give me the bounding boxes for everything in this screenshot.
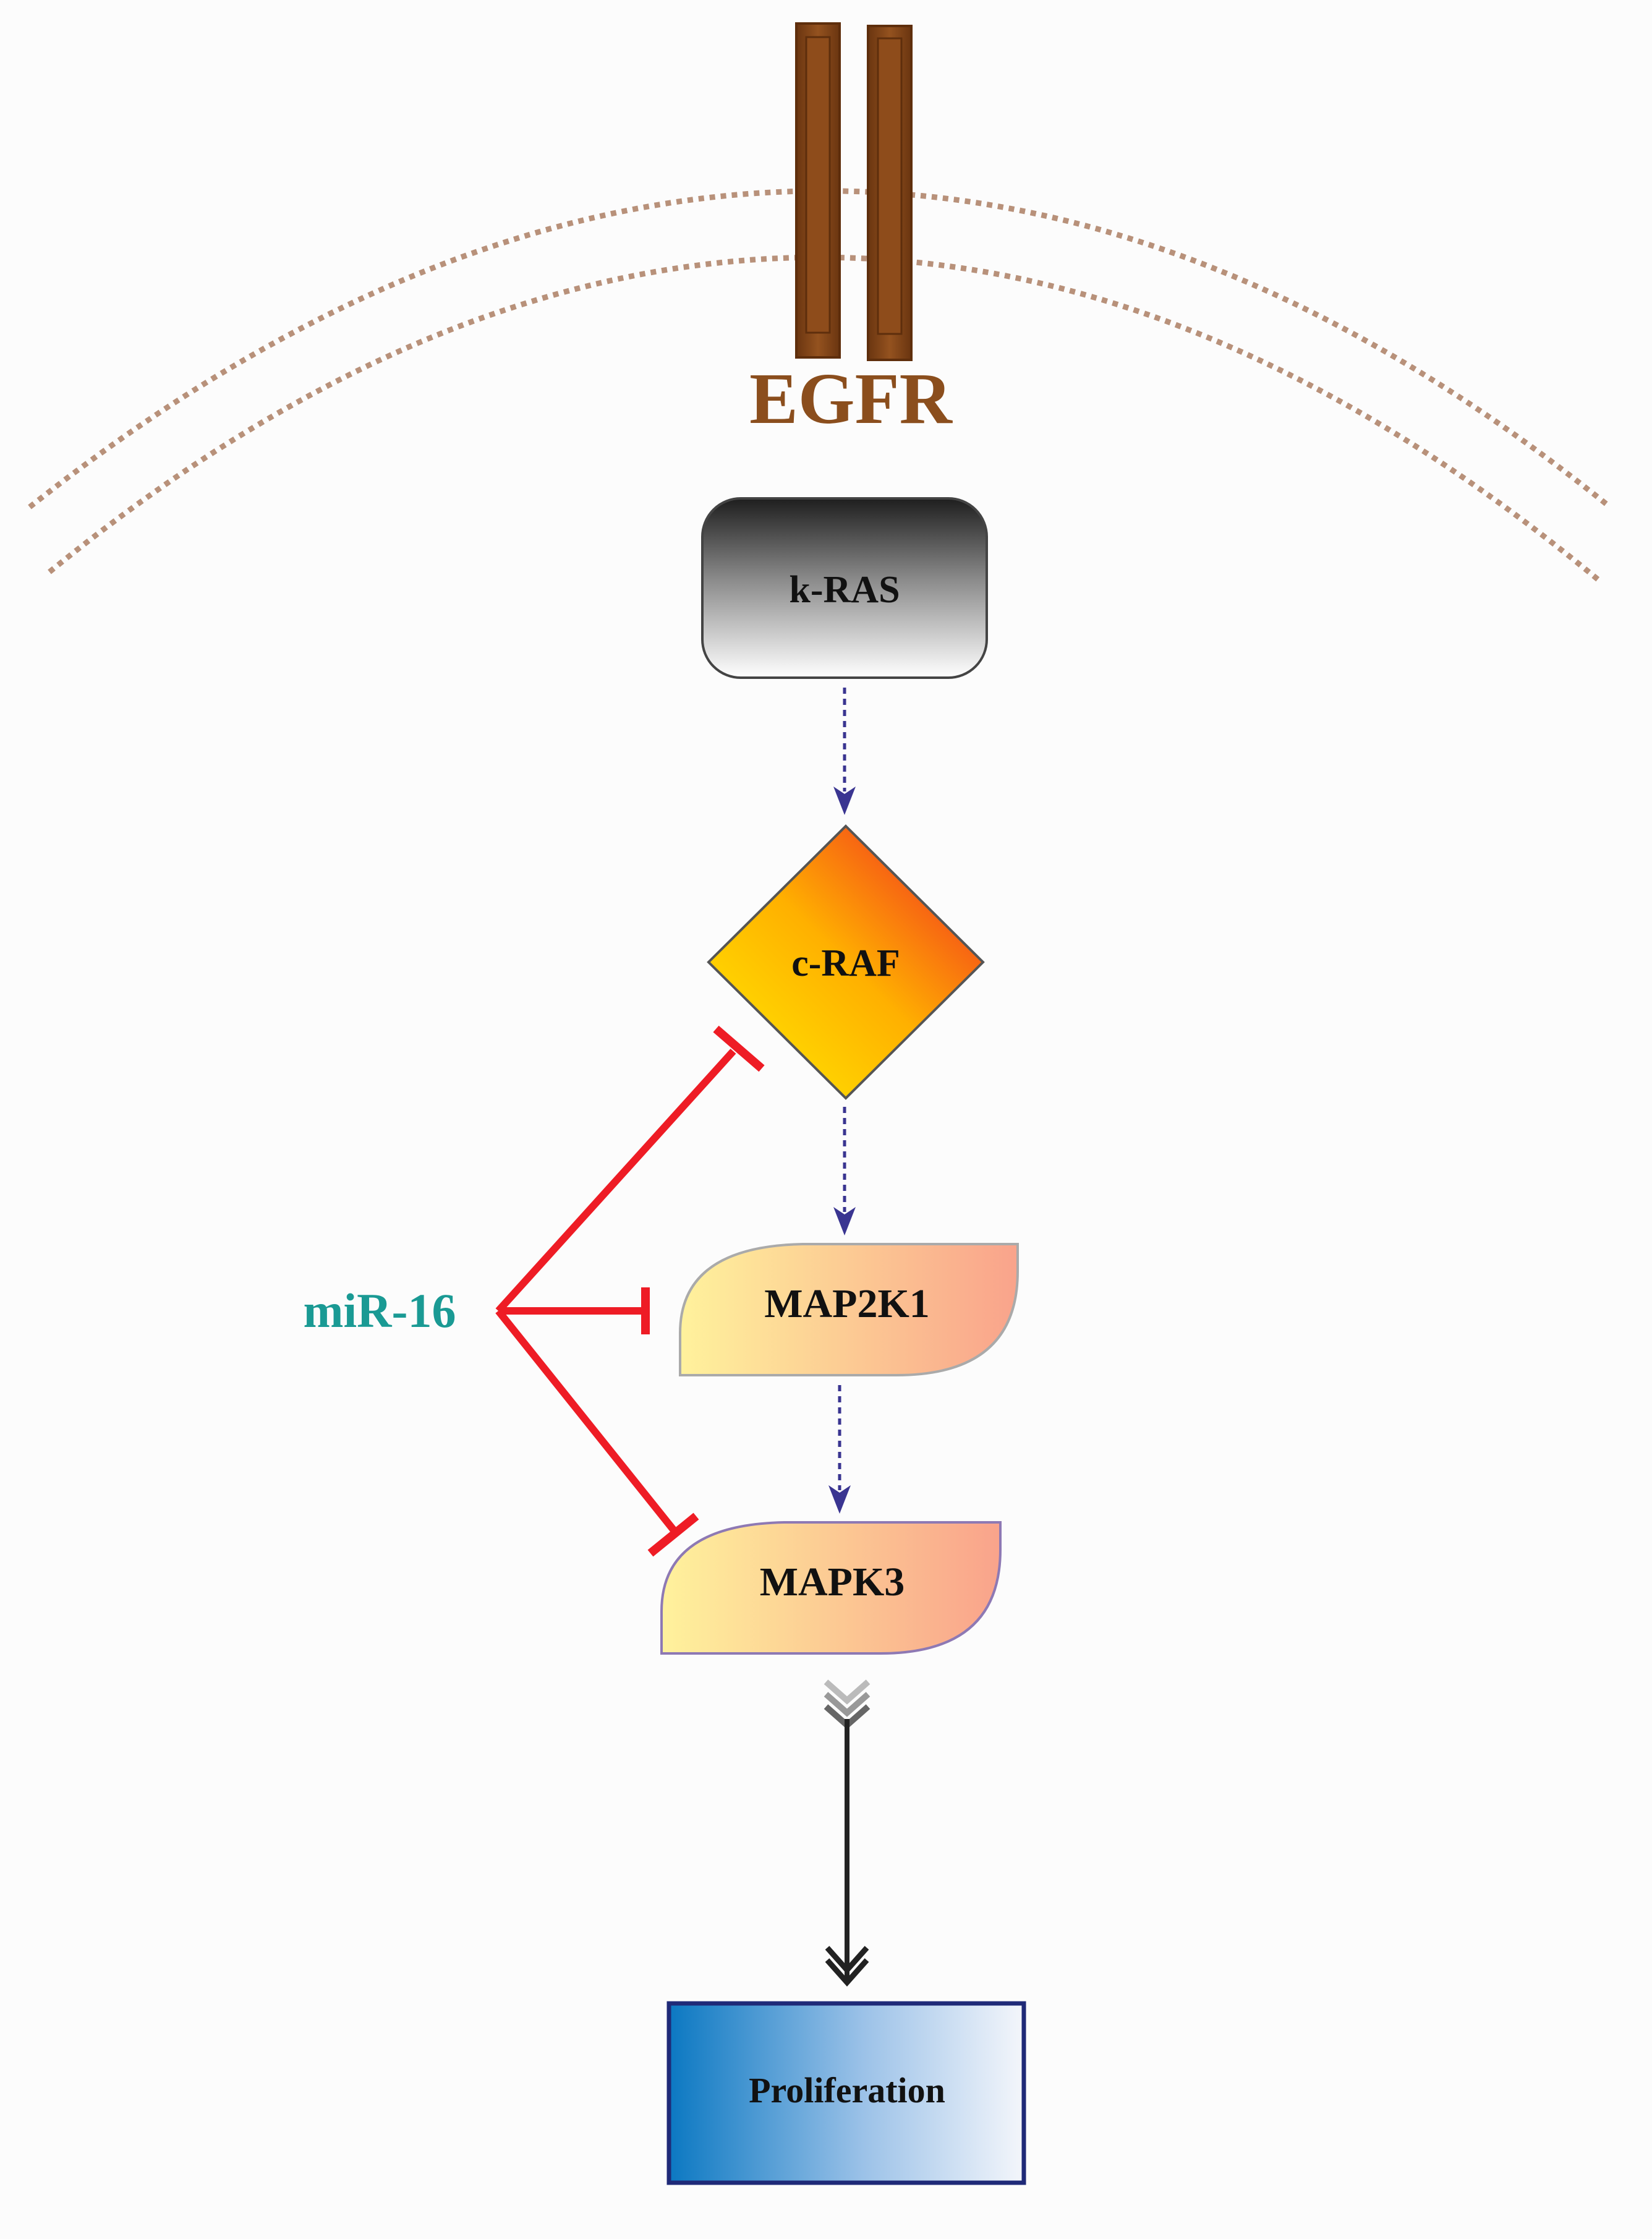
egfr-receptor [795, 22, 913, 361]
arrowhead-proliferation [825, 1946, 869, 1987]
egfr-label: EGFR [749, 358, 953, 439]
arrowhead-kras-to-craf [833, 787, 856, 815]
kras-node [701, 497, 988, 679]
arrowhead-map2k1-to-mapk3 [828, 1485, 851, 1514]
map2k1-label: MAP2K1 [764, 1281, 930, 1326]
craf-label: c-RAF [791, 942, 900, 984]
mapk3-label: MAPK3 [760, 1559, 905, 1605]
mapk3-node [660, 1521, 1002, 1655]
map2k1-node [679, 1243, 1019, 1376]
inhibition-line-mapk3 [495, 1308, 679, 1536]
proliferation-node [666, 2001, 1026, 2185]
inhibition-line-craf [495, 1048, 736, 1314]
mirna-label: miR-16 [304, 1284, 456, 1337]
arrowhead-craf-to-map2k1 [833, 1207, 856, 1235]
craf-node [707, 824, 985, 1100]
arrow-mapk3-to-proliferation [824, 1679, 871, 1987]
proliferation-label: Proliferation [749, 2070, 945, 2110]
membrane-inner-line [48, 254, 1602, 584]
kras-label: k-RAS [789, 569, 900, 611]
mirna-inhibition-lines [495, 1025, 765, 1557]
inhibition-bar-mapk3 [647, 1512, 699, 1557]
inhibition-bar-craf [713, 1025, 765, 1072]
